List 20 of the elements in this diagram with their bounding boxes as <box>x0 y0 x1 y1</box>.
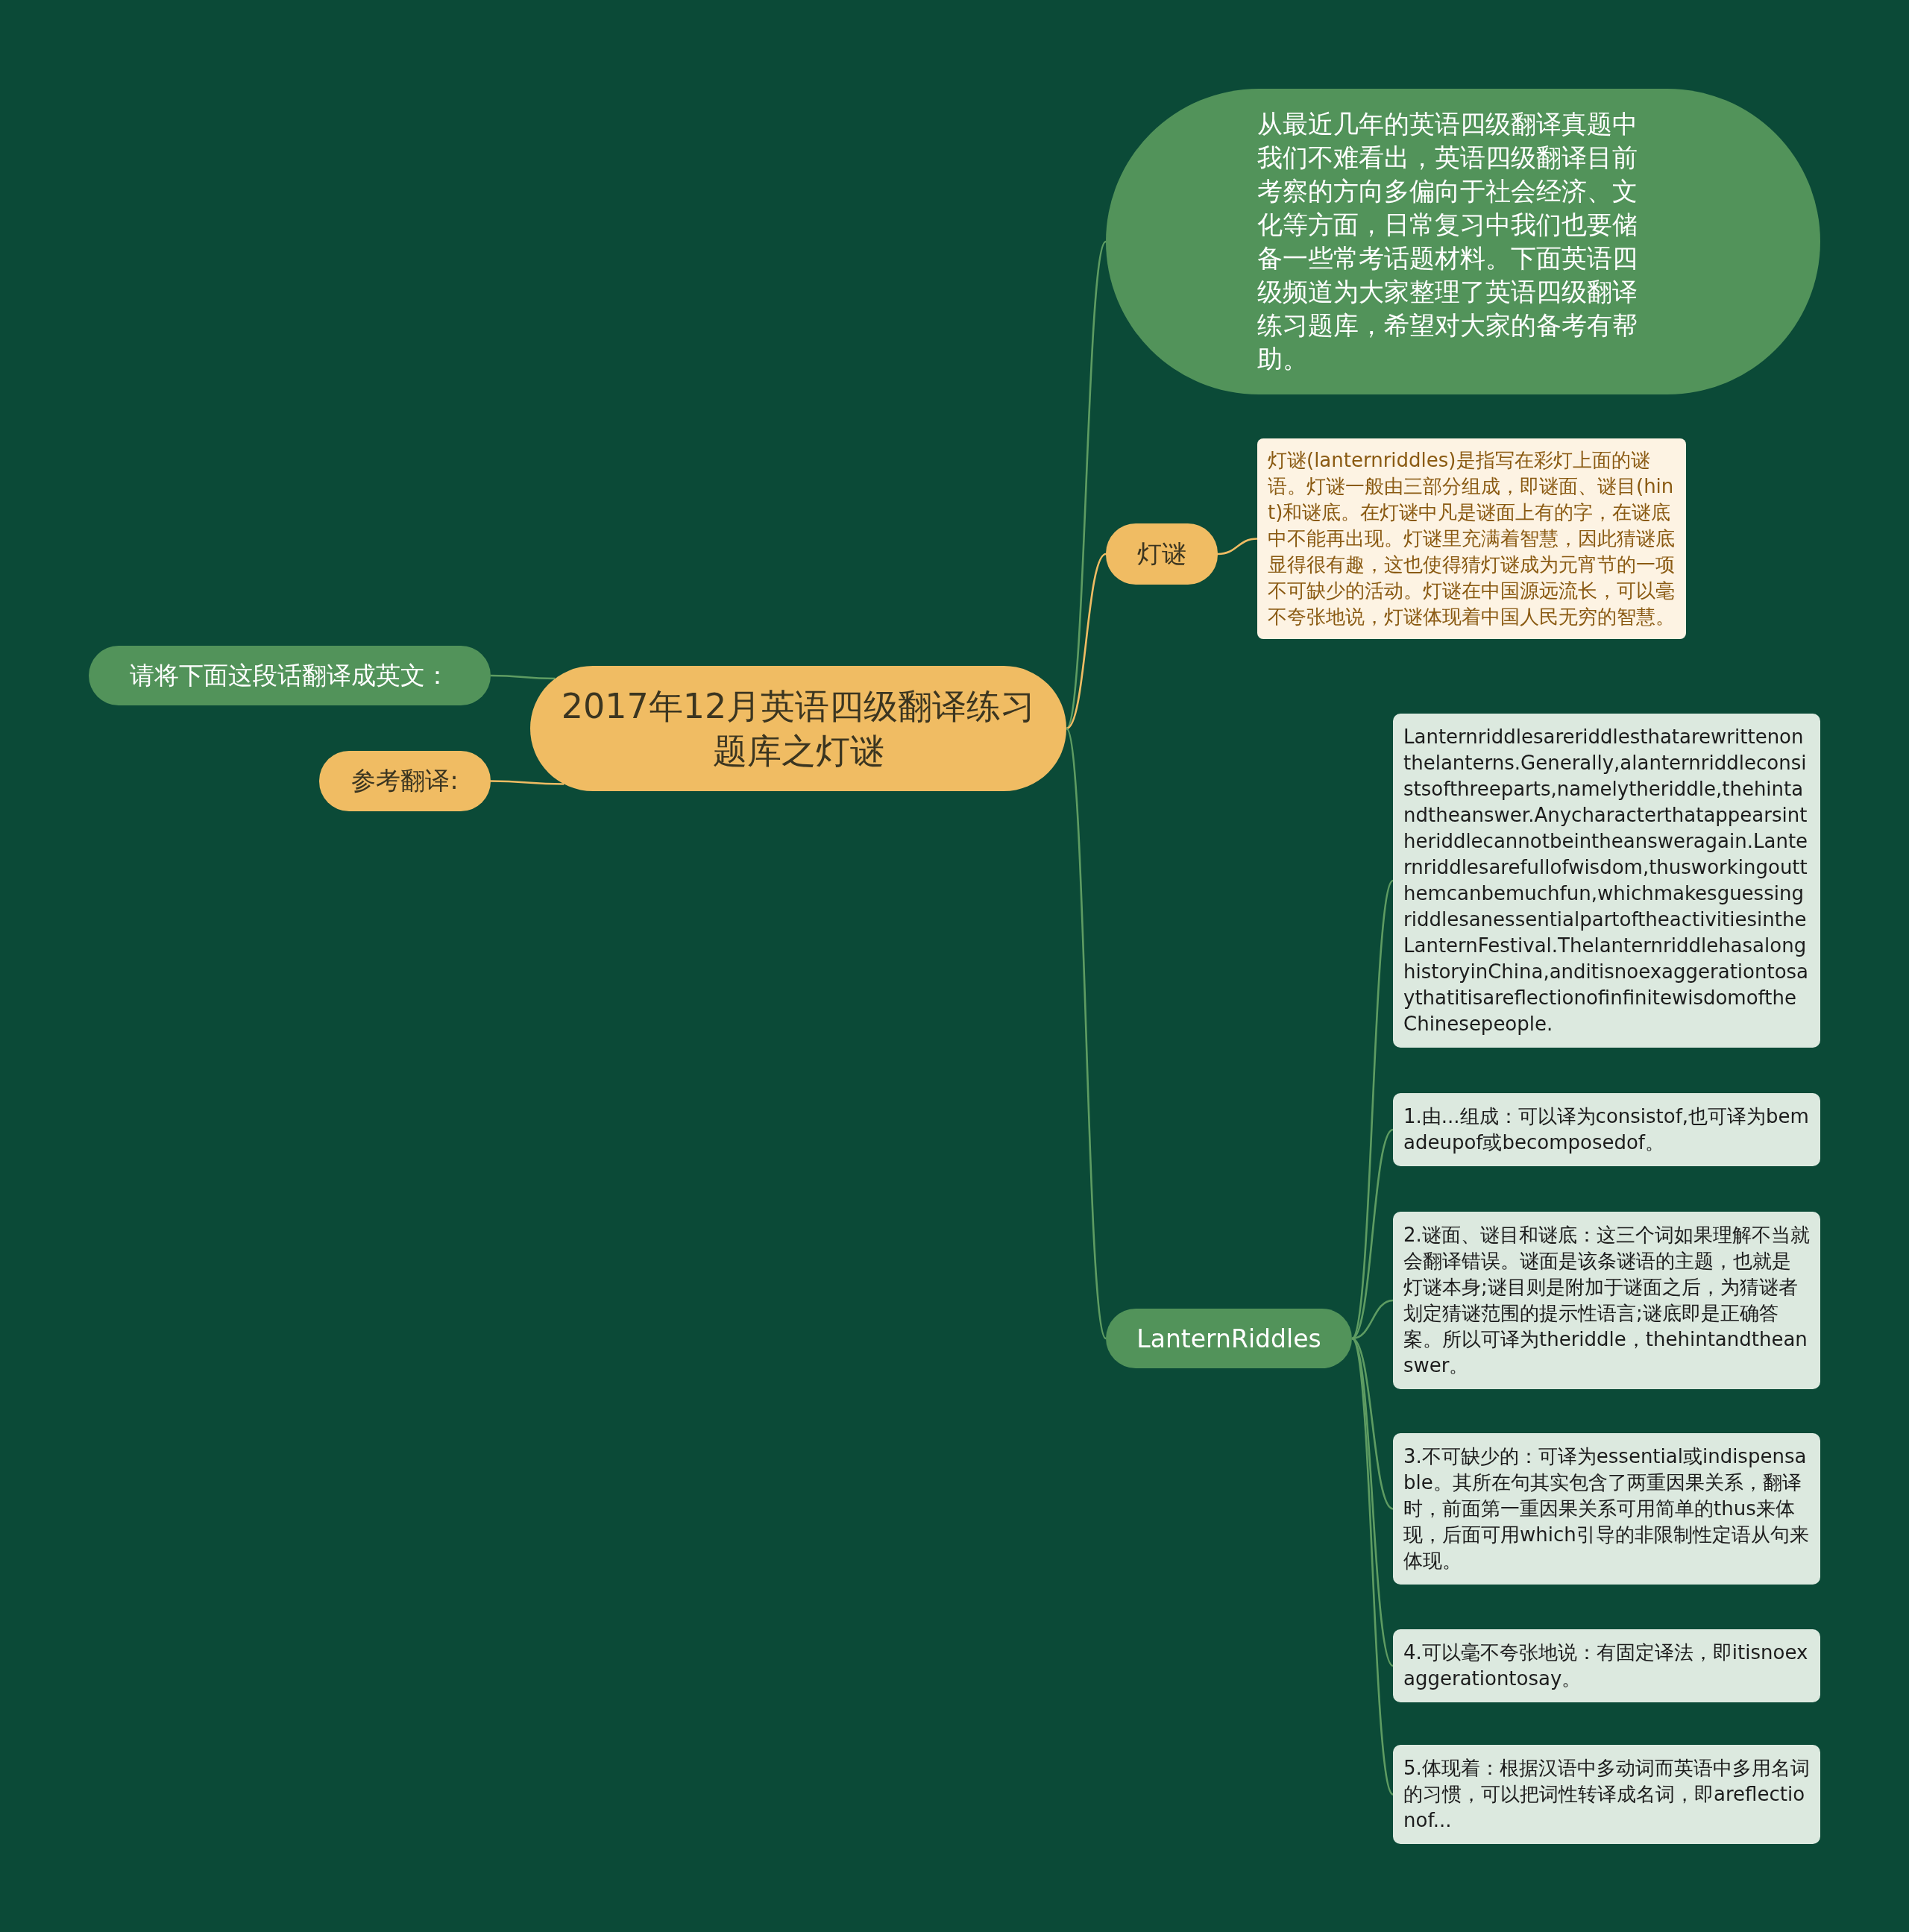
topic-pill: 参考翻译: <box>319 751 491 811</box>
note-card: 4.可以毫不夸张地说：有固定译法，即itisnoexaggerationtosay。 <box>1393 1629 1820 1702</box>
connector-line <box>1066 553 1107 730</box>
topic-pill: LanternRiddles <box>1106 1309 1352 1368</box>
connector-line <box>1065 241 1107 729</box>
connector-line <box>1217 538 1258 556</box>
note-card: Lanternriddlesareriddlesthatarewrittenonthelanterns.Generally,alanternriddleconsistsofthreeparts,namelytheriddle,thehintandtheanswer.Anycharacterthatappearsintheriddlecannotbeintheansweragain.Lanternriddlesarefullofwisdom,thusworkingoutthemcanbemuchfun,whichmakesguessingriddlesanessentialpartoftheactivitiesintheLanternFestival.ThelanternriddlehasalonghistoryinChina,anditisnoexaggerationtosaythatitisareflectionofinfinitewisdomoftheChinesepeople. <box>1393 714 1820 1048</box>
connector-line <box>491 780 564 785</box>
note-card: 1.由...组成：可以译为consistof,也可译为bemadeupof或becomposedof。 <box>1393 1093 1820 1166</box>
note-card: 3.不可缺少的：可译为essential或indispensable。其所在句其实包含了两重因果关系，翻译时，前面第一重因果关系可用简单的thus来体现，后面可用which引导的非限制性定语从句来体现。 <box>1393 1433 1820 1585</box>
note-card: 灯谜(lanternriddles)是指写在彩灯上面的谜语。灯谜一般由三部分组成，即谜面、谜目(hint)和谜底。在灯谜中凡是谜面上有的字，在谜底中不能再出现。灯谜里充满着智慧，因此猜谜底显得很有趣，这也使得猜灯谜成为元宵节的一项不可缺少的活动。灯谜在中国源远流长，可以毫不夸张地说，灯谜体现着中国人民无穷的智慧。 <box>1257 438 1686 639</box>
topic-pill: 灯谜 <box>1106 523 1218 585</box>
note-card: 5.体现着：根据汉语中多动词而英语中多用名词的习惯，可以把词性转译成名词，即areflectionof... <box>1393 1745 1820 1844</box>
connector-line <box>491 674 556 680</box>
connector-line <box>1350 1338 1394 1796</box>
topic-bubble: 从最近几年的英语四级翻译真题中我们不难看出，英语四级翻译目前考察的方向多偏向于社会经济、文化等方面，日常复习中我们也要储备一些常考话题材料。下面英语四级频道为大家整理了英语四级翻译练习题库，希望对大家的备考有帮助。 <box>1106 89 1820 394</box>
connector-line <box>1065 728 1107 1339</box>
topic-pill: 请将下面这段话翻译成英文： <box>89 646 491 705</box>
central-topic: 2017年12月英语四级翻译练习题库之灯谜 <box>530 666 1066 791</box>
note-card: 2.谜面、谜目和谜底：这三个词如果理解不当就会翻译错误。谜面是该条谜语的主题，也就是灯谜本身;谜目则是附加于谜面之后，为猜谜者划定猜谜范围的提示性语言;谜底即是正确答案。所以可译为theriddle，thehintandtheanswer。 <box>1393 1212 1820 1389</box>
